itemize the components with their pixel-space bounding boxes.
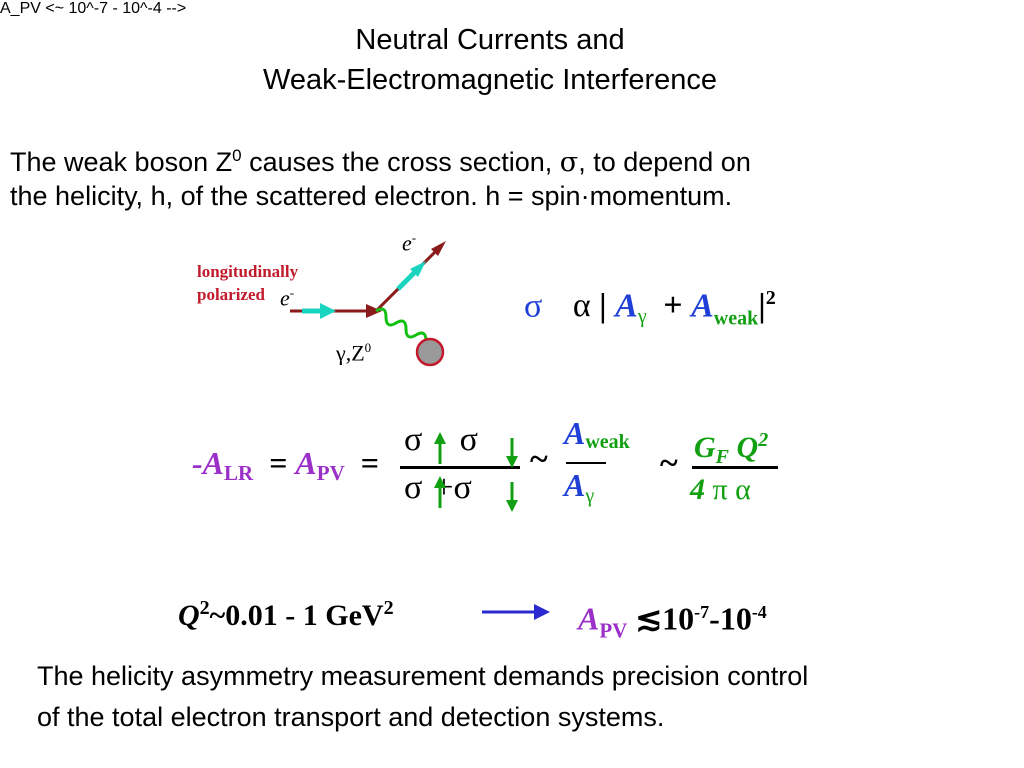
num-up-arrow [434,432,446,444]
eq1-bar-left: | [599,287,607,325]
title-line-1: Neutral Currents and [355,24,625,56]
eq1-prop: α [572,287,591,325]
footer-line-1: The helicity asymmetry measurement deman… [37,661,809,691]
eq2-tilde-1: ~ [530,441,548,478]
eq2-right-fraction-bar [692,466,778,469]
z-superscript: 0 [232,146,242,165]
eq1-A-gamma: A [615,287,638,325]
footer-line-2: of the total electron transport and dete… [37,702,665,732]
intro-text-a: The weak boson Z [10,147,233,177]
eq3-ten-2: 10 [719,600,752,637]
target-circle [415,337,445,367]
outgoing-arrowhead [431,241,446,256]
eq2-A-pv: A [295,445,317,481]
electron-in-label: e- [280,285,295,311]
implies-arrow [482,604,550,620]
eq2-fraction-bar [400,466,520,469]
eq3-leq: ≲ [635,600,663,637]
eq2-small-fraction-bar [566,462,606,464]
eq2-GF-Q2: GF Q2 [694,429,769,468]
eq2-neg-A: -A [192,445,224,481]
eq3-gev-pow: 2 [383,597,394,619]
eq1-bar-right: | [758,287,766,325]
eq2-A-weak: Aweak [564,415,630,453]
eq2-PV: PV [316,461,345,485]
den-down-arrow [506,500,518,512]
eq2-LR: LR [224,461,254,485]
den-sigma-1: σ [404,469,423,506]
eq2-A-gamma: Aγ [564,467,595,507]
den-up-arrow [434,476,446,488]
equation-3-left: Q2~0.01 - 1 GeV2 [178,588,394,636]
eq3-dash: - [709,600,720,637]
diagram-label-1: longitudinally [197,262,299,281]
helicity-arrows [434,432,518,512]
sigma-symbol: σ [559,147,579,178]
eq2-left: -ALR = APV = [192,443,379,493]
feynman-diagram [290,241,446,367]
den-sigma-2: σ [453,469,472,506]
intro-text-c: , to depend on [578,147,751,177]
eq3-exp-2: -4 [751,602,767,622]
num-sigma-2: σ [459,421,478,458]
eq3-PV: PV [599,618,628,643]
eq3-ten-1: 10 [662,600,695,637]
incoming-spin-arrowhead [320,303,336,319]
boson-wavy-line [375,307,428,342]
electron-out-label: e- [402,230,417,256]
incoming-arrowhead [366,304,382,318]
intro-text-b: causes the cross section, [241,147,560,177]
eq2-eq2: = [360,445,379,481]
eq2-tilde-2: ~ [660,445,678,482]
eq1-weak: weak [713,307,759,330]
intro-line-1: The weak boson Z0 causes the cross secti… [10,140,751,179]
equation-3-right: APV ≲10-7-10-4 [578,592,767,651]
diagram-label-2: polarized [197,285,265,304]
equation-1: σ α | Aγ + Aweak|2 [524,278,776,338]
eq1-A-weak: A [691,287,714,325]
num-down-arrow [506,456,518,468]
num-sigma-1: σ [404,421,423,458]
exchange-label: γ,Z0 [336,340,372,366]
eq3-range: ~0.01 - 1 GeV [209,599,384,632]
eq3-A: A [578,600,600,637]
title-line-2: Weak-Electromagnetic Interference [262,64,717,96]
intro-line-2: the helicity, h, of the scattered electr… [10,181,733,211]
eq1-gamma: γ [637,305,647,328]
eq1-sigma: σ [524,287,543,325]
eq2-4-pi-alpha: 4 π α [690,473,751,506]
outgoing-spin-arrowhead [410,261,426,277]
eq3-Q: Q [178,599,200,632]
eq3-Q-pow: 2 [199,597,210,619]
eq1-plus: + [663,287,683,325]
eq3-exp-1: -7 [694,602,710,622]
eq1-power: 2 [765,287,776,309]
eq2-eq1: = [269,445,288,481]
